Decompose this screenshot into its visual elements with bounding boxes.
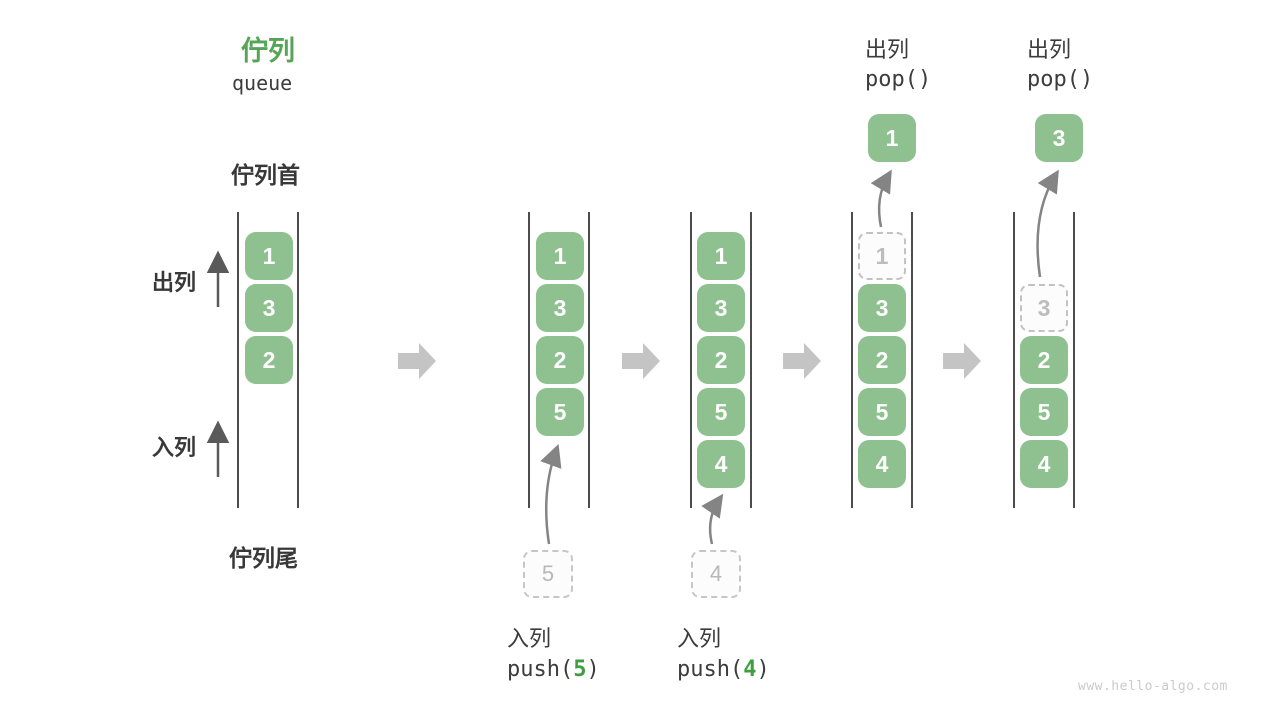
- queue-front-label: 佇列首: [231, 162, 300, 188]
- queue-cell: 4: [697, 440, 745, 488]
- popped-cell: 3: [1035, 114, 1083, 162]
- queue-wall: [690, 212, 692, 508]
- push-4-arrow-icon: [701, 493, 724, 545]
- removed-cell: 1: [858, 232, 906, 280]
- watermark: www.hello-algo.com: [1078, 679, 1228, 694]
- pop1-code: pop(): [865, 67, 932, 92]
- pop1-op-label: 出列: [865, 37, 910, 62]
- push5-code-post: ): [586, 657, 600, 682]
- push4-code-post: ): [756, 657, 770, 682]
- queue-cell: 5: [1020, 388, 1068, 436]
- queue-cell: 1: [697, 232, 745, 280]
- queue-cell: 1: [536, 232, 584, 280]
- push4-code-arg: 4: [743, 657, 757, 682]
- queue-cell: 3: [697, 284, 745, 332]
- queue-cell: 2: [1020, 336, 1068, 384]
- queue-wall: [528, 212, 530, 508]
- queue-wall: [1013, 212, 1015, 508]
- queue-wall: [750, 212, 752, 508]
- queue-cell: 3: [245, 284, 293, 332]
- queue-cell: 4: [858, 440, 906, 488]
- queue-cell: 2: [245, 336, 293, 384]
- pop2-code: pop(): [1027, 67, 1094, 92]
- queue-cell: 5: [697, 388, 745, 436]
- pop-3-arrow-icon: [1036, 169, 1059, 278]
- queue-cell: 3: [536, 284, 584, 332]
- pop-1-arrow-icon: [870, 169, 892, 228]
- queue-wall: [911, 212, 913, 508]
- push5-op-label: 入列: [507, 626, 552, 651]
- push4-code-pre: push(: [677, 657, 744, 682]
- state-transition-arrow-icon: [783, 343, 821, 379]
- state-transition-arrow-icon: [943, 343, 981, 379]
- diagram-title-zh: 佇列: [241, 36, 295, 66]
- queue-cell: 2: [858, 336, 906, 384]
- queue-wall: [851, 212, 853, 508]
- removed-cell: 3: [1020, 284, 1068, 332]
- staged-value-box: 5: [523, 550, 573, 598]
- push5-code-arg: 5: [573, 657, 587, 682]
- queue-cell: 5: [858, 388, 906, 436]
- push5-code: push(5): [507, 657, 600, 682]
- queue-wall: [588, 212, 590, 508]
- queue-cell: 4: [1020, 440, 1068, 488]
- queue-cell: 2: [697, 336, 745, 384]
- dequeue-side-label: 出列: [152, 270, 197, 295]
- queue-rear-label: 佇列尾: [229, 545, 298, 571]
- state-transition-arrow-icon: [398, 343, 436, 379]
- push5-code-pre: push(: [507, 657, 574, 682]
- pop2-op-label: 出列: [1027, 37, 1072, 62]
- queue-cell: 3: [858, 284, 906, 332]
- queue-cell: 5: [536, 388, 584, 436]
- queue-wall: [297, 212, 299, 508]
- queue-wall: [1073, 212, 1075, 508]
- state-transition-arrow-icon: [622, 343, 660, 379]
- queue-cell: 2: [536, 336, 584, 384]
- staged-value-box: 4: [691, 550, 741, 598]
- enqueue-side-label: 入列: [152, 435, 197, 460]
- popped-cell: 1: [868, 114, 916, 162]
- push4-code: push(4): [677, 657, 770, 682]
- queue-cell: 1: [245, 232, 293, 280]
- push-5-arrow-icon: [540, 443, 562, 545]
- push4-op-label: 入列: [677, 626, 722, 651]
- queue-wall: [237, 212, 239, 508]
- diagram-title-en: queue: [232, 71, 293, 95]
